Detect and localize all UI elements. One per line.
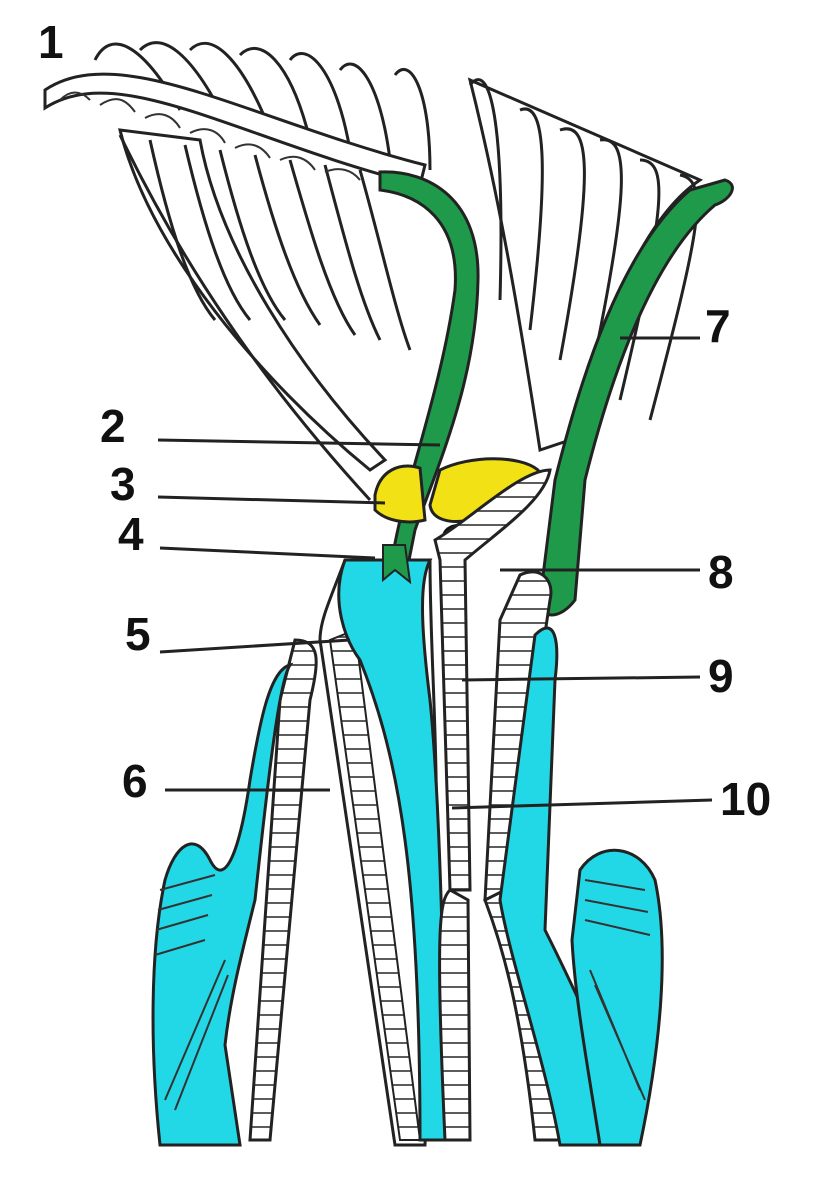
interbranchial-septum: [318, 544, 447, 1147]
left-gill-arch-lower: [151, 638, 318, 1147]
label-2: 2: [100, 400, 441, 452]
label-4-text: 4: [118, 508, 144, 560]
label-7-text: 7: [705, 300, 731, 352]
label-7: 7: [620, 300, 731, 352]
label-3-leader: [157, 495, 386, 505]
label-6: 6: [122, 755, 330, 807]
label-2-leader: [157, 438, 441, 447]
pharyngeal-epithelium: [433, 468, 552, 1142]
label-1-text: 1: [38, 16, 64, 68]
label-5-text: 5: [125, 608, 151, 660]
label-10-leader: [451, 798, 713, 810]
label-4-leader: [159, 546, 376, 560]
label-1: 1: [38, 16, 64, 68]
right-epithelium: [483, 570, 632, 1147]
gill-raker-chain: [43, 72, 427, 187]
label-5-leader: [159, 638, 351, 654]
label-9-text: 9: [708, 650, 734, 702]
label-3: 3: [110, 458, 386, 510]
label-6-text: 6: [122, 755, 148, 807]
label-4: 4: [118, 508, 376, 560]
label-5: 5: [125, 608, 351, 660]
left-gill-filaments: [93, 41, 432, 502]
right-gill-arch-lower: [570, 848, 664, 1147]
label-8-text: 8: [708, 546, 734, 598]
label-10-text: 10: [720, 773, 771, 825]
label-10: 10: [451, 773, 771, 825]
label-9-leader: [461, 675, 701, 682]
label-3-text: 3: [110, 458, 136, 510]
label-8: 8: [500, 546, 734, 598]
label-9: 9: [461, 650, 734, 702]
label-2-text: 2: [100, 400, 126, 452]
